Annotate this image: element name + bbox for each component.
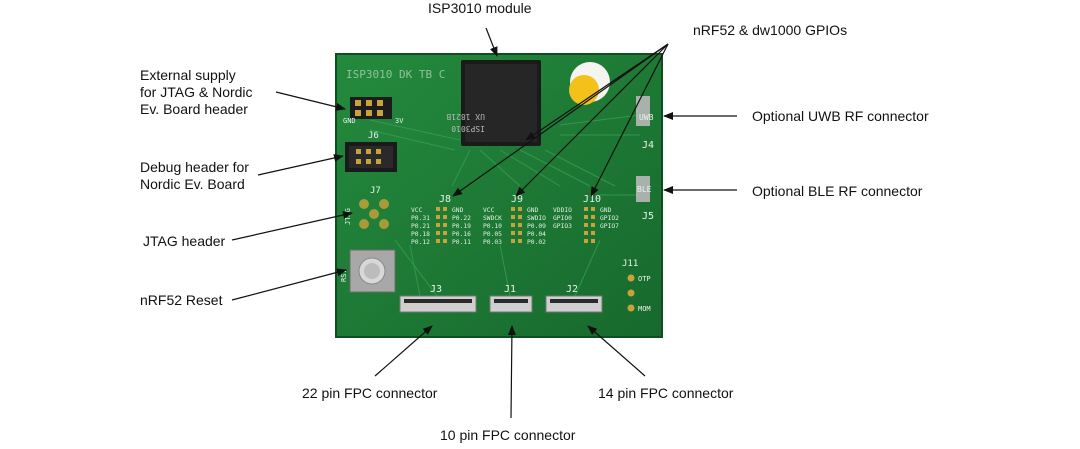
j10-pins [584, 207, 595, 243]
silk-j10: J10 [583, 194, 601, 205]
isp3010-module: UX 1821B ISP3010 [446, 60, 541, 146]
silk-j4: J4 [642, 140, 654, 151]
j9a-pin-0: GND [452, 207, 464, 214]
chip-marking: ISP3010 [451, 124, 485, 133]
silk-ble: BLE [637, 185, 652, 194]
silk-j9: J9 [511, 194, 523, 205]
chip-code: UX 1821B [446, 112, 485, 121]
j10b-pin-2: GPIO7 [600, 223, 619, 230]
j9c-pin-labels: GND SWDIO P0.09 P0.04 P0.02 [527, 207, 546, 246]
j10a-pin-0: VDDIO [553, 207, 572, 214]
label-ext-supply-line-2: for JTAG & Nordic [140, 84, 253, 100]
callout-arrows [231, 27, 737, 419]
arrow-module [485, 27, 498, 57]
fpc-j2: J2 [545, 284, 603, 313]
rf-uwb: UWB J4 [636, 96, 654, 151]
silk-j3: J3 [430, 284, 442, 295]
label-uwb: Optional UWB RF connector [752, 108, 929, 124]
label-ble: Optional BLE RF connector [752, 183, 923, 199]
silk-3v: 3V [395, 117, 404, 125]
j8-pins [436, 207, 447, 243]
j9-pins [511, 207, 522, 243]
j9b-pin-3: P0.05 [483, 231, 502, 238]
arrow-debug [257, 154, 344, 176]
j10b-pin-labels: GND GPIO2 GPIO7 [600, 207, 619, 230]
silk-otp: OTP [638, 275, 651, 283]
silk-j11: J11 [622, 259, 638, 269]
j9b-pin-1: SWDCK [483, 215, 502, 222]
j11-jumper: J11 OTP MOM [622, 259, 651, 313]
j9b-pin-4: P0.03 [483, 239, 502, 246]
j8-pin-4: P0.12 [411, 239, 430, 246]
pcb-traces [369, 114, 641, 301]
label-jtag: JTAG header [143, 233, 226, 249]
j9a-pin-3: P0.16 [452, 231, 471, 238]
j9a-pin-1: P0.22 [452, 215, 471, 222]
silk-j8: J8 [439, 194, 451, 205]
j9b-pin-0: VCC [483, 207, 495, 214]
silk-board-name: ISP3010 DK TB C [346, 68, 445, 81]
j9c-pin-1: SWDIO [527, 215, 546, 222]
j9a-pin-2: P0.19 [452, 223, 471, 230]
arrow-gpio-2 [452, 43, 669, 197]
arrow-gpio-3 [515, 43, 669, 197]
j8-pin-1: P0.31 [411, 215, 430, 222]
fpc-j3: J3 [399, 284, 477, 313]
j10b-pin-0: GND [600, 207, 612, 214]
j9a-pin-labels: GND P0.22 P0.19 P0.16 P0.11 [452, 207, 471, 246]
silk-jtag: JTAG [344, 208, 352, 225]
j8-pin-2: P0.21 [411, 223, 430, 230]
label-fpc22: 22 pin FPC connector [302, 385, 438, 401]
j10a-pin-labels: VDDIO GPIO0 GPIO3 [553, 207, 572, 230]
label-fpc14: 14 pin FPC connector [598, 385, 734, 401]
arrow-jtag [231, 211, 353, 241]
arrow-fpc22 [374, 325, 433, 377]
label-ext-supply-line-1: External supply [140, 67, 236, 83]
rf-ble: BLE J5 [636, 176, 654, 222]
arrow-reset [231, 268, 347, 301]
label-debug-line-1: Debug header for [140, 159, 249, 175]
arrow-fpc14 [587, 325, 646, 377]
silk-j7: J7 [370, 186, 381, 196]
label-fpc10: 10 pin FPC connector [440, 427, 576, 443]
label-ext-supply-line-3: Ev. Board header [140, 101, 248, 117]
j8-pin-0: VCC [411, 207, 423, 214]
j9c-pin-0: GND [527, 207, 539, 214]
j9c-pin-2: P0.09 [527, 223, 546, 230]
label-gpios: nRF52 & dw1000 GPIOs [693, 22, 848, 38]
silk-mom: MOM [638, 305, 651, 313]
silk-j5: J5 [642, 211, 654, 222]
j9b-pin-labels: VCC SWDCK P0.10 P0.05 P0.03 [483, 207, 502, 246]
supply-header: GND 3V [343, 97, 404, 125]
j8-pin-3: P0.18 [411, 231, 430, 238]
silk-uwb: UWB [639, 113, 654, 122]
arrow-ext-supply [275, 91, 346, 111]
j9a-pin-4: P0.11 [452, 239, 471, 246]
silk-gnd: GND [343, 117, 356, 125]
fpc-j1: J1 [489, 284, 533, 313]
label-debug-line-2: Nordic Ev. Board [140, 176, 245, 192]
silk-j2: J2 [566, 284, 578, 295]
label-module: ISP3010 module [428, 0, 532, 16]
j6-debug-header: J6 [345, 131, 397, 172]
label-ext-supply: External supply for JTAG & Nordic Ev. Bo… [140, 67, 253, 118]
j9b-pin-2: P0.10 [483, 223, 502, 230]
arrow-fpc10 [507, 325, 516, 419]
silk-j1: J1 [504, 284, 516, 295]
j10a-pin-1: GPIO0 [553, 215, 572, 222]
label-reset: nRF52 Reset [140, 292, 223, 308]
j9c-pin-3: P0.04 [527, 231, 546, 238]
silk-j6: J6 [368, 131, 379, 141]
arrow-gpio-4 [590, 43, 669, 197]
j10a-pin-2: GPIO3 [553, 223, 572, 230]
label-debug-header: Debug header for Nordic Ev. Board [140, 159, 249, 193]
j10b-pin-1: GPIO2 [600, 215, 619, 222]
j8-pin-labels: VCC P0.31 P0.21 P0.18 P0.12 [411, 207, 430, 246]
j9c-pin-4: P0.02 [527, 239, 546, 246]
